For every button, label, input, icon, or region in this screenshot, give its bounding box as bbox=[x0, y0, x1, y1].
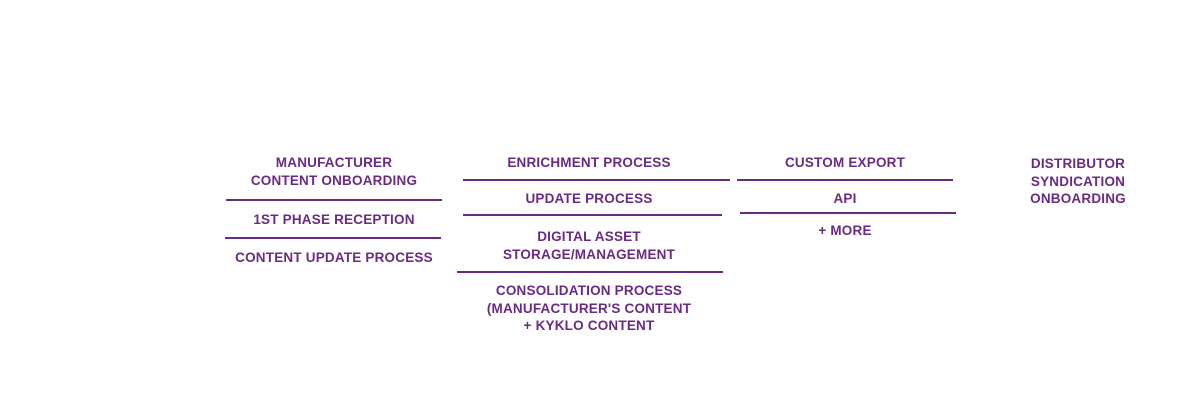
column-2-divider-3 bbox=[457, 271, 723, 273]
column-3-divider-1 bbox=[737, 179, 953, 181]
consolidation-process-label: CONSOLIDATION PROCESS (MANUFACTURER'S CO… bbox=[486, 283, 692, 333]
column-3-divider-2 bbox=[740, 212, 956, 214]
api-label: API bbox=[833, 191, 857, 206]
manufacturer-content-onboarding-label: MANUFACTURER CONTENT ONBOARDING bbox=[250, 155, 418, 188]
column-2-divider-2 bbox=[463, 214, 722, 216]
column-1-divider-1 bbox=[226, 199, 442, 201]
custom-export-label: CUSTOM EXPORT bbox=[784, 155, 906, 170]
update-process-label: UPDATE PROCESS bbox=[525, 191, 653, 206]
enrichment-process-label: ENRICHMENT PROCESS bbox=[507, 155, 671, 170]
column-1-divider-2 bbox=[225, 237, 441, 239]
content-update-process-label: CONTENT UPDATE PROCESS bbox=[235, 250, 433, 265]
column-2-divider-1 bbox=[463, 179, 730, 181]
distributor-syndication-onboarding-label: DISTRIBUTOR SYNDICATION ONBOARDING bbox=[1030, 156, 1126, 206]
more-label: + MORE bbox=[818, 223, 872, 238]
first-phase-reception-label: 1ST PHASE RECEPTION bbox=[253, 212, 415, 227]
digital-asset-storage-label: DIGITAL ASSET STORAGE/MANAGEMENT bbox=[502, 229, 676, 262]
